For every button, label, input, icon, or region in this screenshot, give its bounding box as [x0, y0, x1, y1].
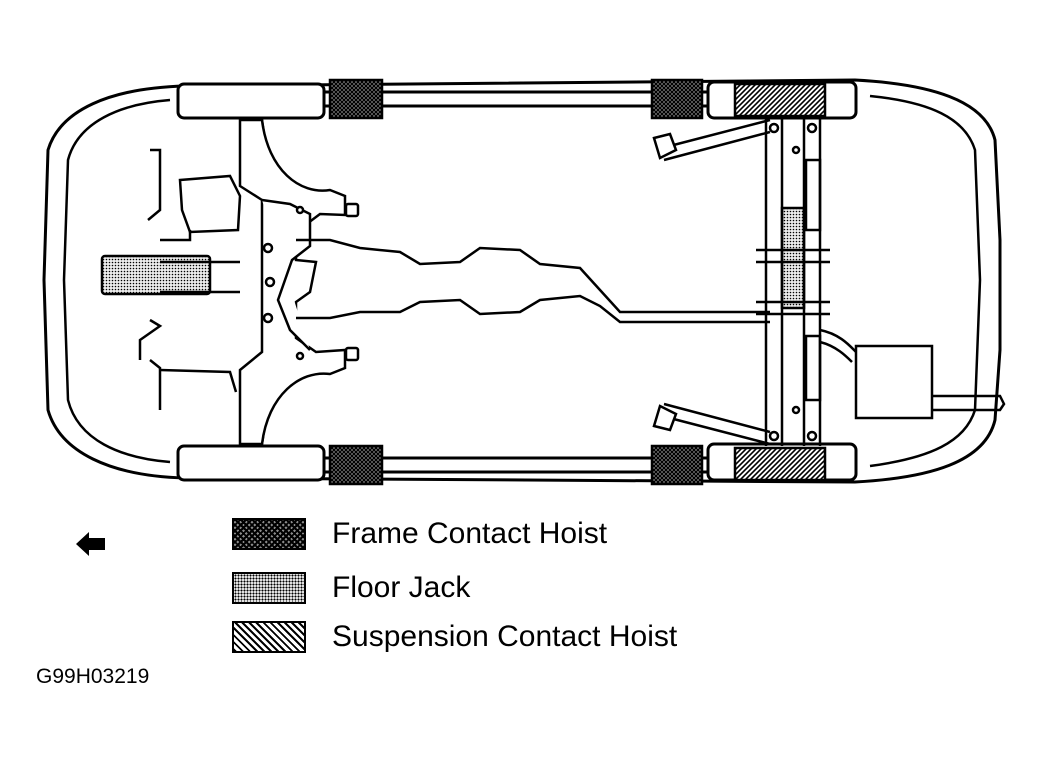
legend-item-suspension-contact-hoist: Suspension Contact Hoist [232, 620, 677, 654]
front-right-tire [176, 444, 326, 482]
front-left-tire [176, 82, 326, 120]
engine-bay [138, 148, 242, 410]
frame-contact-points [328, 78, 704, 486]
front-subframe [160, 118, 360, 446]
rear-suspension [652, 118, 830, 446]
legend-label: Floor Jack [332, 571, 471, 604]
muffler [854, 344, 934, 420]
suspension-contact-points [244, 82, 827, 482]
legend-label: Frame Contact Hoist [332, 517, 608, 550]
suspension-contact-hoist-swatch [232, 621, 306, 653]
floor-jack-points [100, 206, 806, 310]
frame-contact-hoist-swatch [232, 518, 306, 550]
legend-item-floor-jack: Floor Jack [232, 571, 470, 605]
left-arrow-icon [76, 532, 105, 556]
body-outline [42, 78, 1002, 484]
figure-id: G99H03219 [36, 665, 150, 688]
floor-jack-swatch [232, 572, 306, 604]
exhaust-system [296, 238, 1006, 420]
legend-label: Suspension Contact Hoist [332, 620, 678, 653]
legend-item-frame-contact-hoist: Frame Contact Hoist [232, 517, 607, 551]
